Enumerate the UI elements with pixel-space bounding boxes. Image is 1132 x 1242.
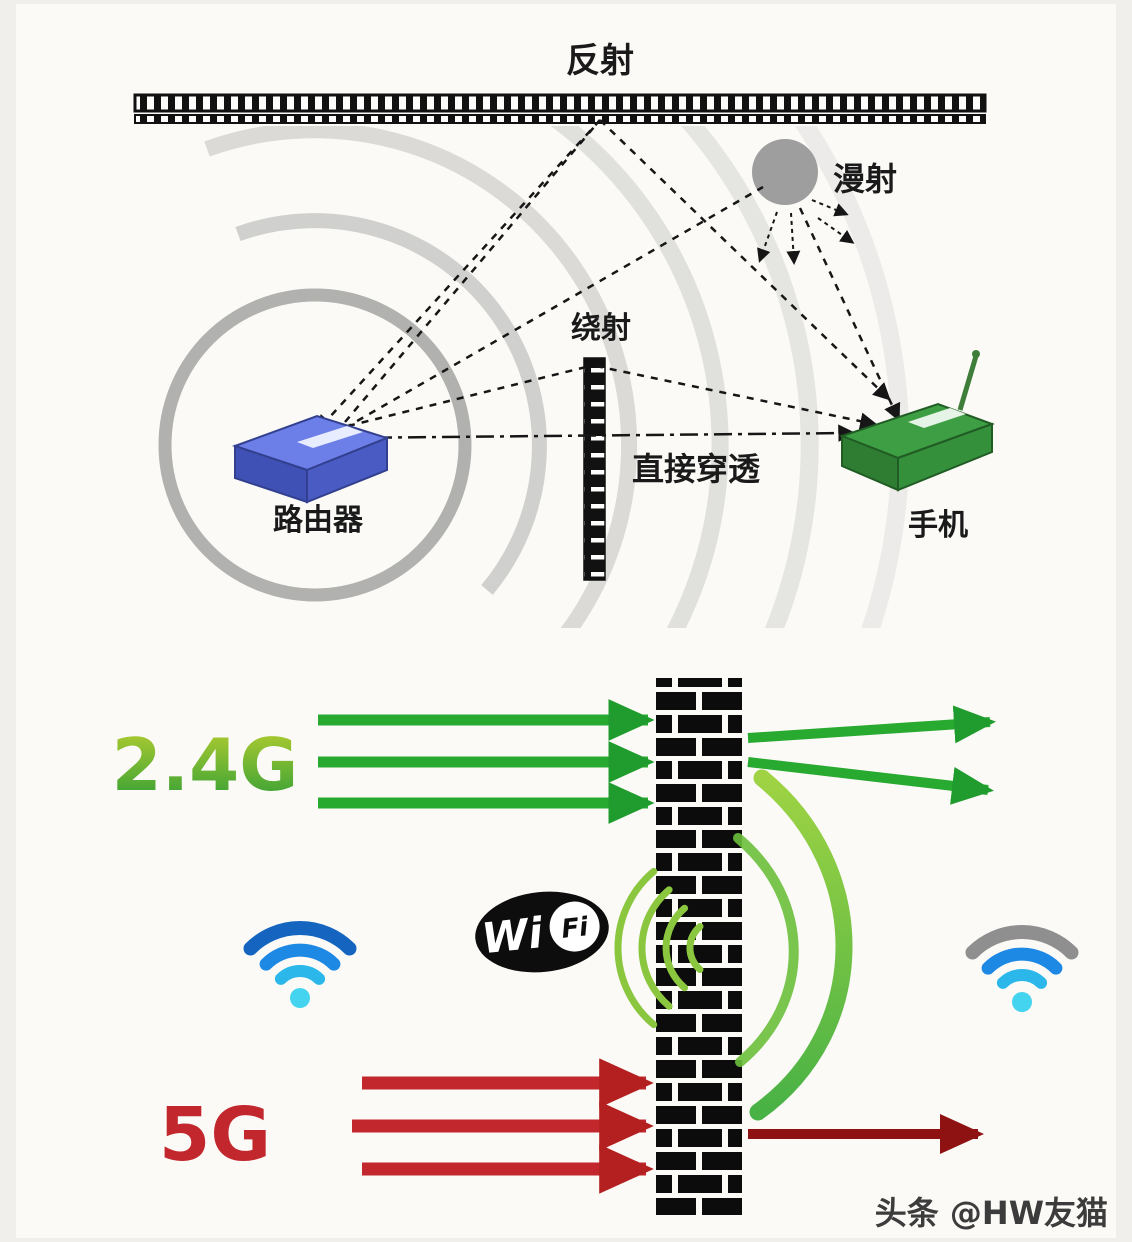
router-device: [231, 414, 390, 504]
ceiling-hatch: [133, 93, 987, 124]
band-5g-label: 5G: [159, 1092, 271, 1178]
wifi-logo-fi: Fi: [560, 912, 591, 945]
router-label: 路由器: [273, 503, 364, 538]
wifi-logo: Wi Fi: [475, 891, 609, 973]
router-signal-arcs: [158, 126, 910, 628]
reflection-label: 反射: [566, 41, 634, 81]
wifi-signal-icon-right: [965, 925, 1079, 1012]
band-24g-label: 2.4G: [112, 723, 299, 807]
green-diffraction-waves: [614, 769, 853, 1121]
arrows-24g: [318, 699, 996, 824]
wifi-signal-icon-left: [243, 921, 357, 1008]
diffuse-label: 漫射: [833, 160, 897, 198]
diffraction-column: [583, 357, 606, 581]
phone-label: 手机: [908, 508, 968, 543]
wifi-logo-wi: Wi: [479, 908, 545, 963]
ray-paths: [315, 119, 901, 442]
scatter-arrows: [757, 199, 855, 265]
direct-penetration-label: 直接穿透: [632, 450, 760, 488]
brick-wall: [656, 678, 742, 1215]
phone-device: [839, 350, 995, 492]
watermark: 头条 @HW友猫: [875, 1194, 1108, 1232]
diffraction-label: 绕射: [571, 311, 631, 346]
diffuse-sphere: [752, 139, 818, 205]
arrows-5g: [352, 1058, 985, 1194]
